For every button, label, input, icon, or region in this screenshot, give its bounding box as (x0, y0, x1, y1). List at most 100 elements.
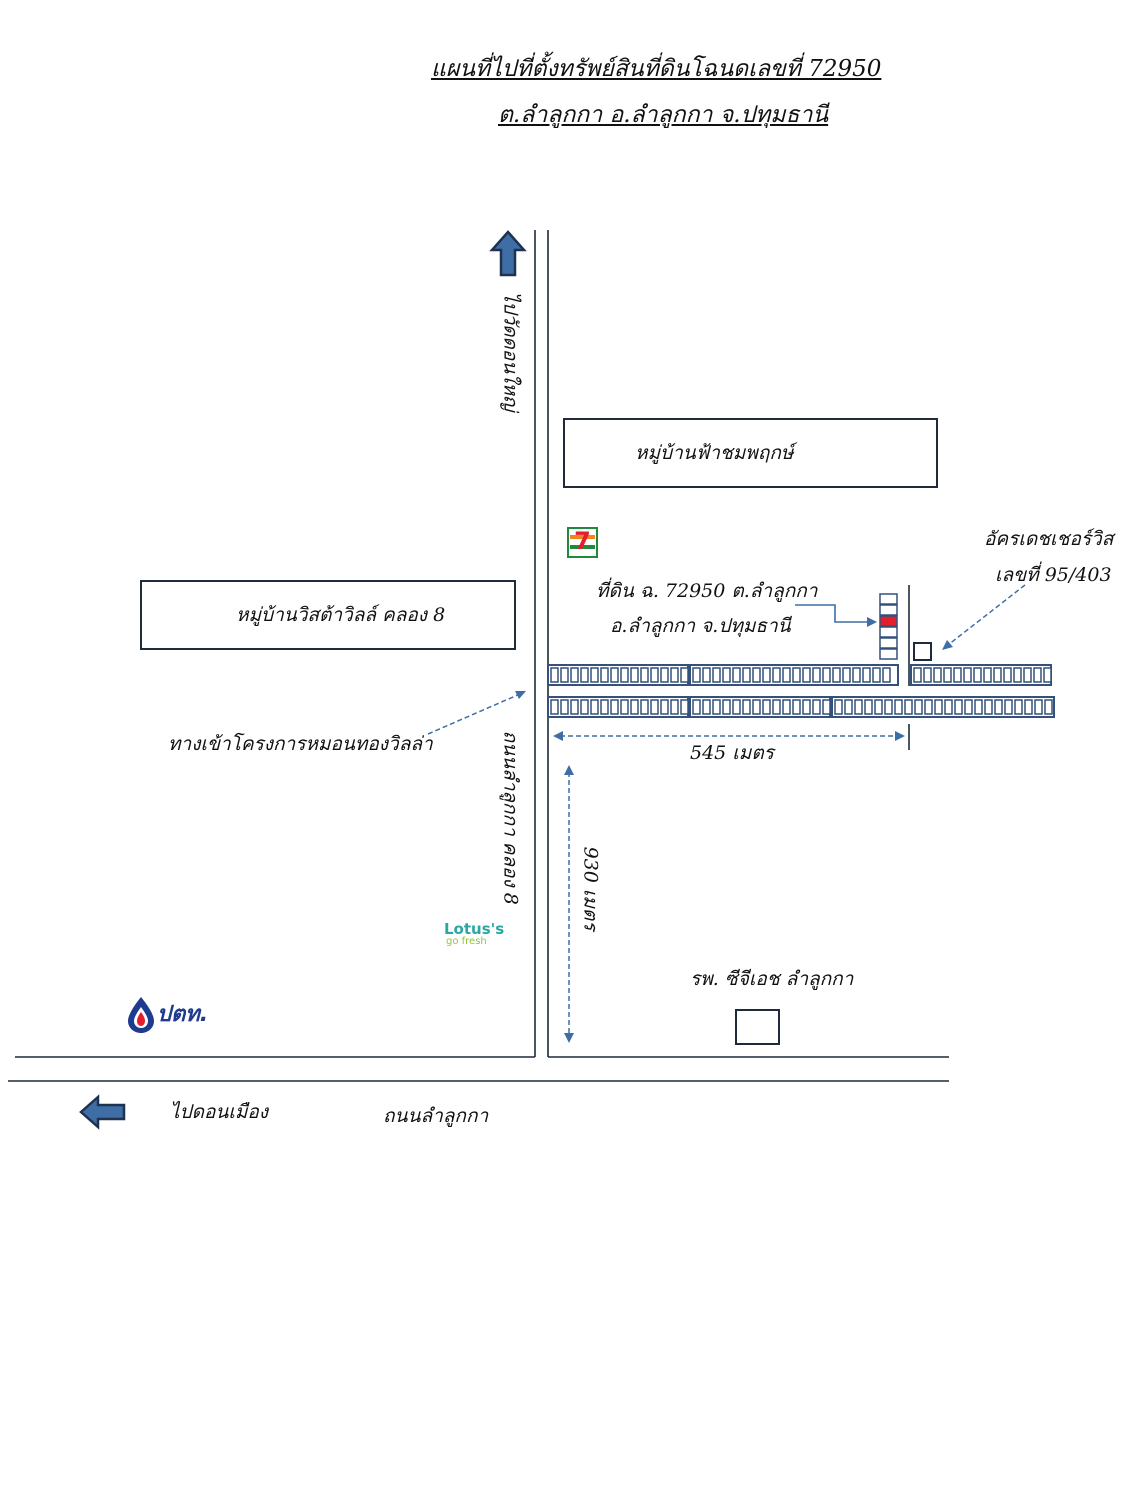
project-entrance-label: ทางเข้าโครงการหมอนทองวิลล่า (168, 733, 433, 755)
house-unit (630, 699, 639, 715)
house-unit (590, 699, 599, 715)
house-unit (822, 667, 831, 683)
house-unit (630, 667, 639, 683)
ptt-logo-text: ปตท. (157, 1002, 209, 1027)
house-unit (1044, 699, 1053, 715)
seven-eleven-logo-text: 7 (574, 527, 591, 555)
house-unit (620, 699, 629, 715)
house-unit (670, 667, 679, 683)
entrance-pointer-arrowhead (515, 691, 526, 699)
house-unit (692, 699, 701, 715)
house-unit (640, 667, 649, 683)
house-unit (822, 699, 831, 715)
house-unit (834, 699, 843, 715)
house-unit (732, 667, 741, 683)
church-pointer-arrowhead (942, 640, 953, 650)
house-unit (650, 699, 659, 715)
house-unit (802, 667, 811, 683)
house-unit (882, 667, 891, 683)
house-unit (610, 667, 619, 683)
house-unit (680, 699, 689, 715)
house-unit (550, 667, 559, 683)
house-unit (943, 667, 952, 683)
house-unit (660, 667, 669, 683)
house-unit (692, 667, 701, 683)
house-unit (580, 699, 589, 715)
house-unit (762, 699, 771, 715)
house-unit (954, 699, 963, 715)
house-unit (914, 699, 923, 715)
house-unit (560, 699, 569, 715)
house-unit (854, 699, 863, 715)
house-unit (879, 593, 898, 605)
map-title-line1: แผนที่ไปที่ตั้งทรัพย์สินที่ดินโฉนดเลขที่… (431, 56, 882, 82)
house-unit (712, 699, 721, 715)
to-wat-don-yai-label: ไปวัดดอนใหญ่ (499, 291, 522, 412)
distance-vertical-arrow-north (564, 765, 574, 775)
land-plot-marker (879, 615, 898, 627)
house-unit (1014, 699, 1023, 715)
house-unit (772, 667, 781, 683)
house-unit (953, 667, 962, 683)
house-unit (984, 699, 993, 715)
church-marker (913, 642, 932, 661)
house-unit (590, 667, 599, 683)
house-rows (547, 664, 1055, 718)
house-unit (752, 699, 761, 715)
house-unit (722, 699, 731, 715)
house-unit (1034, 699, 1043, 715)
map-title-line2: ต.ลำลูกกา อ.ลำลูกกา จ.ปทุมธานี (498, 102, 829, 128)
lotus-logo-text: Lotus's (444, 920, 505, 938)
hospital-label: รพ. ซีจีเอช ลำลูกกา (690, 968, 854, 990)
house-unit (864, 699, 873, 715)
house-unit (732, 699, 741, 715)
entrance-pointer-arrow (427, 693, 521, 735)
house-unit (712, 667, 721, 683)
house-unit (640, 699, 649, 715)
house-unit (924, 699, 933, 715)
house-unit (600, 699, 609, 715)
land-plot-column (879, 593, 898, 660)
house-unit (742, 699, 751, 715)
house-unit (550, 699, 559, 715)
house-unit (879, 626, 898, 638)
house-unit (894, 699, 903, 715)
house-unit (994, 699, 1003, 715)
house-unit (862, 667, 871, 683)
house-unit (660, 699, 669, 715)
house-unit (610, 699, 619, 715)
distance-horizontal-label: 545 เมตร (690, 742, 774, 764)
village-vista-ville-box: หมู่บ้านวิสต้าวิลล์ คลอง 8 (140, 580, 516, 650)
house-unit (842, 667, 851, 683)
house-unit (832, 667, 841, 683)
house-unit (1013, 667, 1022, 683)
village-fah-chom-pruek-box: หมู่บ้านฟ้าชมพฤกษ์ (563, 418, 938, 488)
house-unit (1024, 699, 1033, 715)
land-label-line2: อ.ลำลูกกา จ.ปทุมธานี (610, 615, 791, 637)
house-unit (782, 667, 791, 683)
land-label-line1: ที่ดิน ฉ. 72950 ต.ลำลูกกา (596, 580, 818, 602)
house-unit (702, 699, 711, 715)
hospital-marker (735, 1009, 780, 1045)
house-unit (802, 699, 811, 715)
house-unit (934, 699, 943, 715)
house-unit (923, 667, 932, 683)
road-khlong8-label: ถนนลำลูกกา คลอง 8 (499, 730, 522, 905)
house-unit (600, 667, 609, 683)
house-unit (1043, 667, 1052, 683)
to-don-mueang-label: ไปดอนเมือง (170, 1101, 269, 1123)
house-unit (670, 699, 679, 715)
house-unit (792, 667, 801, 683)
house-unit (742, 667, 751, 683)
road-lam-luk-ka-label: ถนนลำลูกกา (383, 1105, 489, 1127)
house-unit (702, 667, 711, 683)
distance-vertical-arrow-south (564, 1033, 574, 1043)
house-unit (560, 667, 569, 683)
house-unit (874, 699, 883, 715)
village-vista-ville-label: หมู่บ้านวิสต้าวิลล์ คลอง 8 (236, 604, 446, 626)
house-unit (974, 699, 983, 715)
house-unit (570, 699, 579, 715)
house-unit (580, 667, 589, 683)
house-unit (812, 699, 821, 715)
